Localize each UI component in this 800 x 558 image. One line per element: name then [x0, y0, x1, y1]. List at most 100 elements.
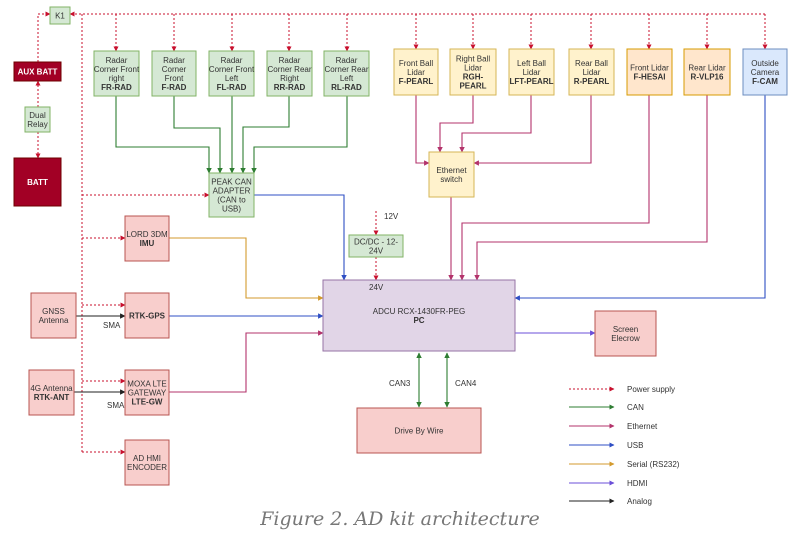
node-label: RL-RAD	[331, 83, 362, 92]
node-batt: BATT	[13, 157, 62, 207]
node-box	[449, 48, 497, 96]
node-label: LFT-PEARL	[510, 77, 554, 86]
legend-label: CAN	[627, 403, 644, 412]
node-box	[30, 292, 77, 339]
node-label: IMU	[140, 239, 155, 248]
node-label: R-PEARL	[574, 77, 610, 86]
node-label: K1	[55, 12, 65, 21]
legend-item-serial: Serial (RS232)	[569, 460, 680, 469]
node-label: Right Ball	[456, 55, 490, 64]
legend-label: Ethernet	[627, 422, 658, 431]
node-label: R-VLP16	[691, 73, 724, 82]
figure-caption: Figure 2. AD kit architecture	[260, 508, 540, 530]
node-label: F-HESAI	[634, 73, 666, 82]
node-label: ADAPTER	[213, 187, 251, 196]
can-connection	[115, 96, 212, 174]
node-label: AUX BATT	[18, 68, 58, 77]
node-label: DC/DC - 12-	[354, 238, 398, 247]
node-label: ENCODER	[127, 463, 167, 472]
node-label: FL-RAD	[217, 83, 247, 92]
ethernet-connection	[459, 95, 650, 281]
node-label: Front Ball	[399, 59, 433, 68]
legend-item-power: Power supply	[569, 385, 675, 394]
can-connection	[251, 96, 348, 174]
node-box	[124, 292, 170, 339]
node-label: switch	[440, 175, 462, 184]
node-label: GNSS	[42, 307, 65, 316]
node-box	[208, 172, 255, 218]
can-connection	[173, 96, 223, 174]
node-label: Lidar	[583, 68, 601, 77]
power-connection	[37, 11, 51, 62]
node-label: Antenna	[39, 316, 69, 325]
node-label: Left	[225, 74, 239, 83]
node-label: LORD 3DM	[126, 230, 168, 239]
ethernet-connection	[473, 95, 592, 166]
node-label: Radar	[279, 56, 301, 65]
usb-connection	[514, 95, 766, 301]
node-label: Corner Front	[209, 65, 255, 74]
serial-connection	[169, 237, 324, 301]
connections	[35, 11, 768, 455]
node-box	[393, 48, 439, 96]
can-connection	[240, 96, 290, 174]
node-label: Right	[280, 74, 299, 83]
node-box	[266, 50, 313, 97]
label-24v: 24V	[369, 283, 384, 292]
node-label: RTK-ANT	[34, 393, 70, 402]
node-label: Outside	[751, 59, 779, 68]
legend-item-ethernet: Ethernet	[569, 422, 658, 431]
node-label: Camera	[751, 68, 780, 77]
node-label: Radar	[106, 56, 128, 65]
ethernet-connection	[415, 95, 430, 166]
node-label: Dual	[29, 111, 46, 120]
node-label: Corner Front	[94, 65, 140, 74]
node-label: Drive By Wire	[395, 427, 444, 436]
node-box	[594, 310, 657, 357]
label-can3: CAN3	[389, 379, 411, 388]
node-label: Corner	[162, 65, 187, 74]
legend-label: Power supply	[627, 385, 675, 394]
node-box	[356, 407, 482, 454]
label-sma-4g: SMA	[107, 401, 125, 410]
node-label: Left Ball	[517, 59, 546, 68]
node-box	[124, 439, 170, 486]
node-label: Ethernet	[436, 166, 467, 175]
node-box	[568, 48, 615, 96]
node-box	[683, 48, 731, 96]
node-box	[208, 50, 255, 97]
node-label: LTE-GW	[132, 398, 163, 407]
node-label: RGH-	[463, 73, 484, 82]
node-label: RR-RAD	[274, 83, 306, 92]
node-label: ADCU RCX-1430FR-PEG	[373, 307, 465, 316]
node-box	[323, 50, 370, 97]
ethernet-connection	[474, 95, 708, 281]
node-box	[24, 106, 51, 133]
node-label: 4G Antenna	[30, 384, 73, 393]
node-label: F-RAD	[162, 83, 187, 92]
node-label: Lidar	[523, 68, 541, 77]
node-label: Relay	[27, 120, 47, 129]
node-label: F-CAM	[752, 77, 778, 86]
node-box	[13, 61, 62, 82]
node-label: USB)	[222, 205, 241, 214]
node-label: AD HMI	[133, 454, 161, 463]
node-box	[151, 50, 197, 97]
node-label: Corner Rear	[324, 65, 368, 74]
node-box	[28, 369, 75, 416]
legend-item-usb: USB	[569, 441, 643, 450]
node-label: Elecrow	[611, 334, 640, 343]
node-label: PC	[413, 316, 424, 325]
